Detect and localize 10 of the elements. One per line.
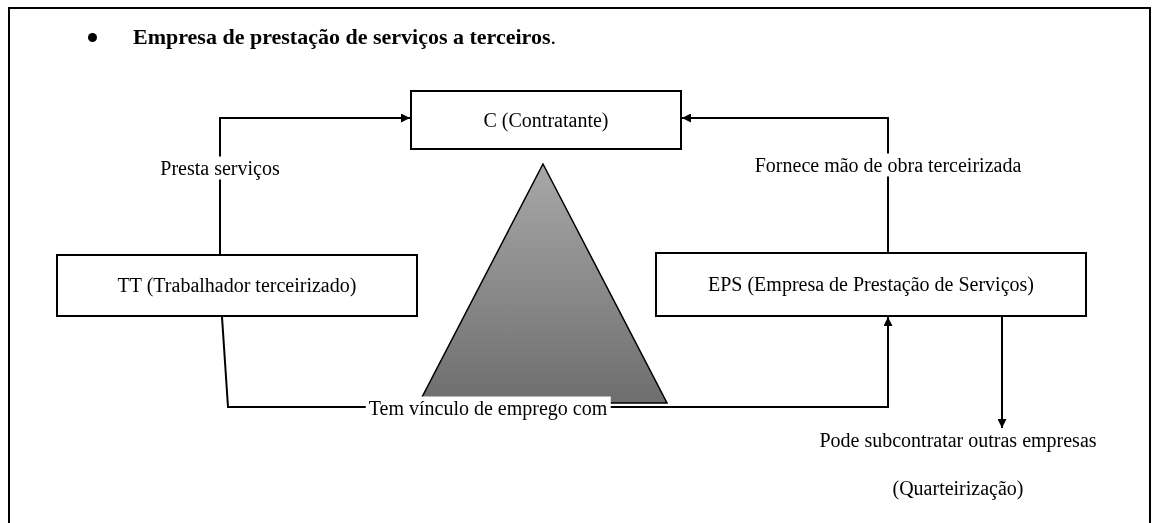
- entity-box: TT (Trabalhador terceirizado): [56, 254, 418, 317]
- edge-label: Tem vínculo de emprego com: [365, 396, 611, 420]
- entity-box: C (Contratante): [410, 90, 682, 150]
- title: Empresa de prestação de serviços a terceiros.: [133, 24, 556, 50]
- arrow: [681, 113, 889, 253]
- edge-label: Presta serviços: [157, 156, 283, 180]
- arrow: [219, 113, 411, 255]
- entity-box: EPS (Empresa de Prestação de Serviços): [655, 252, 1087, 317]
- note-text: Pode subcontratar outras empresas (Quarteirização): [770, 416, 1146, 512]
- arrow: [997, 316, 1007, 429]
